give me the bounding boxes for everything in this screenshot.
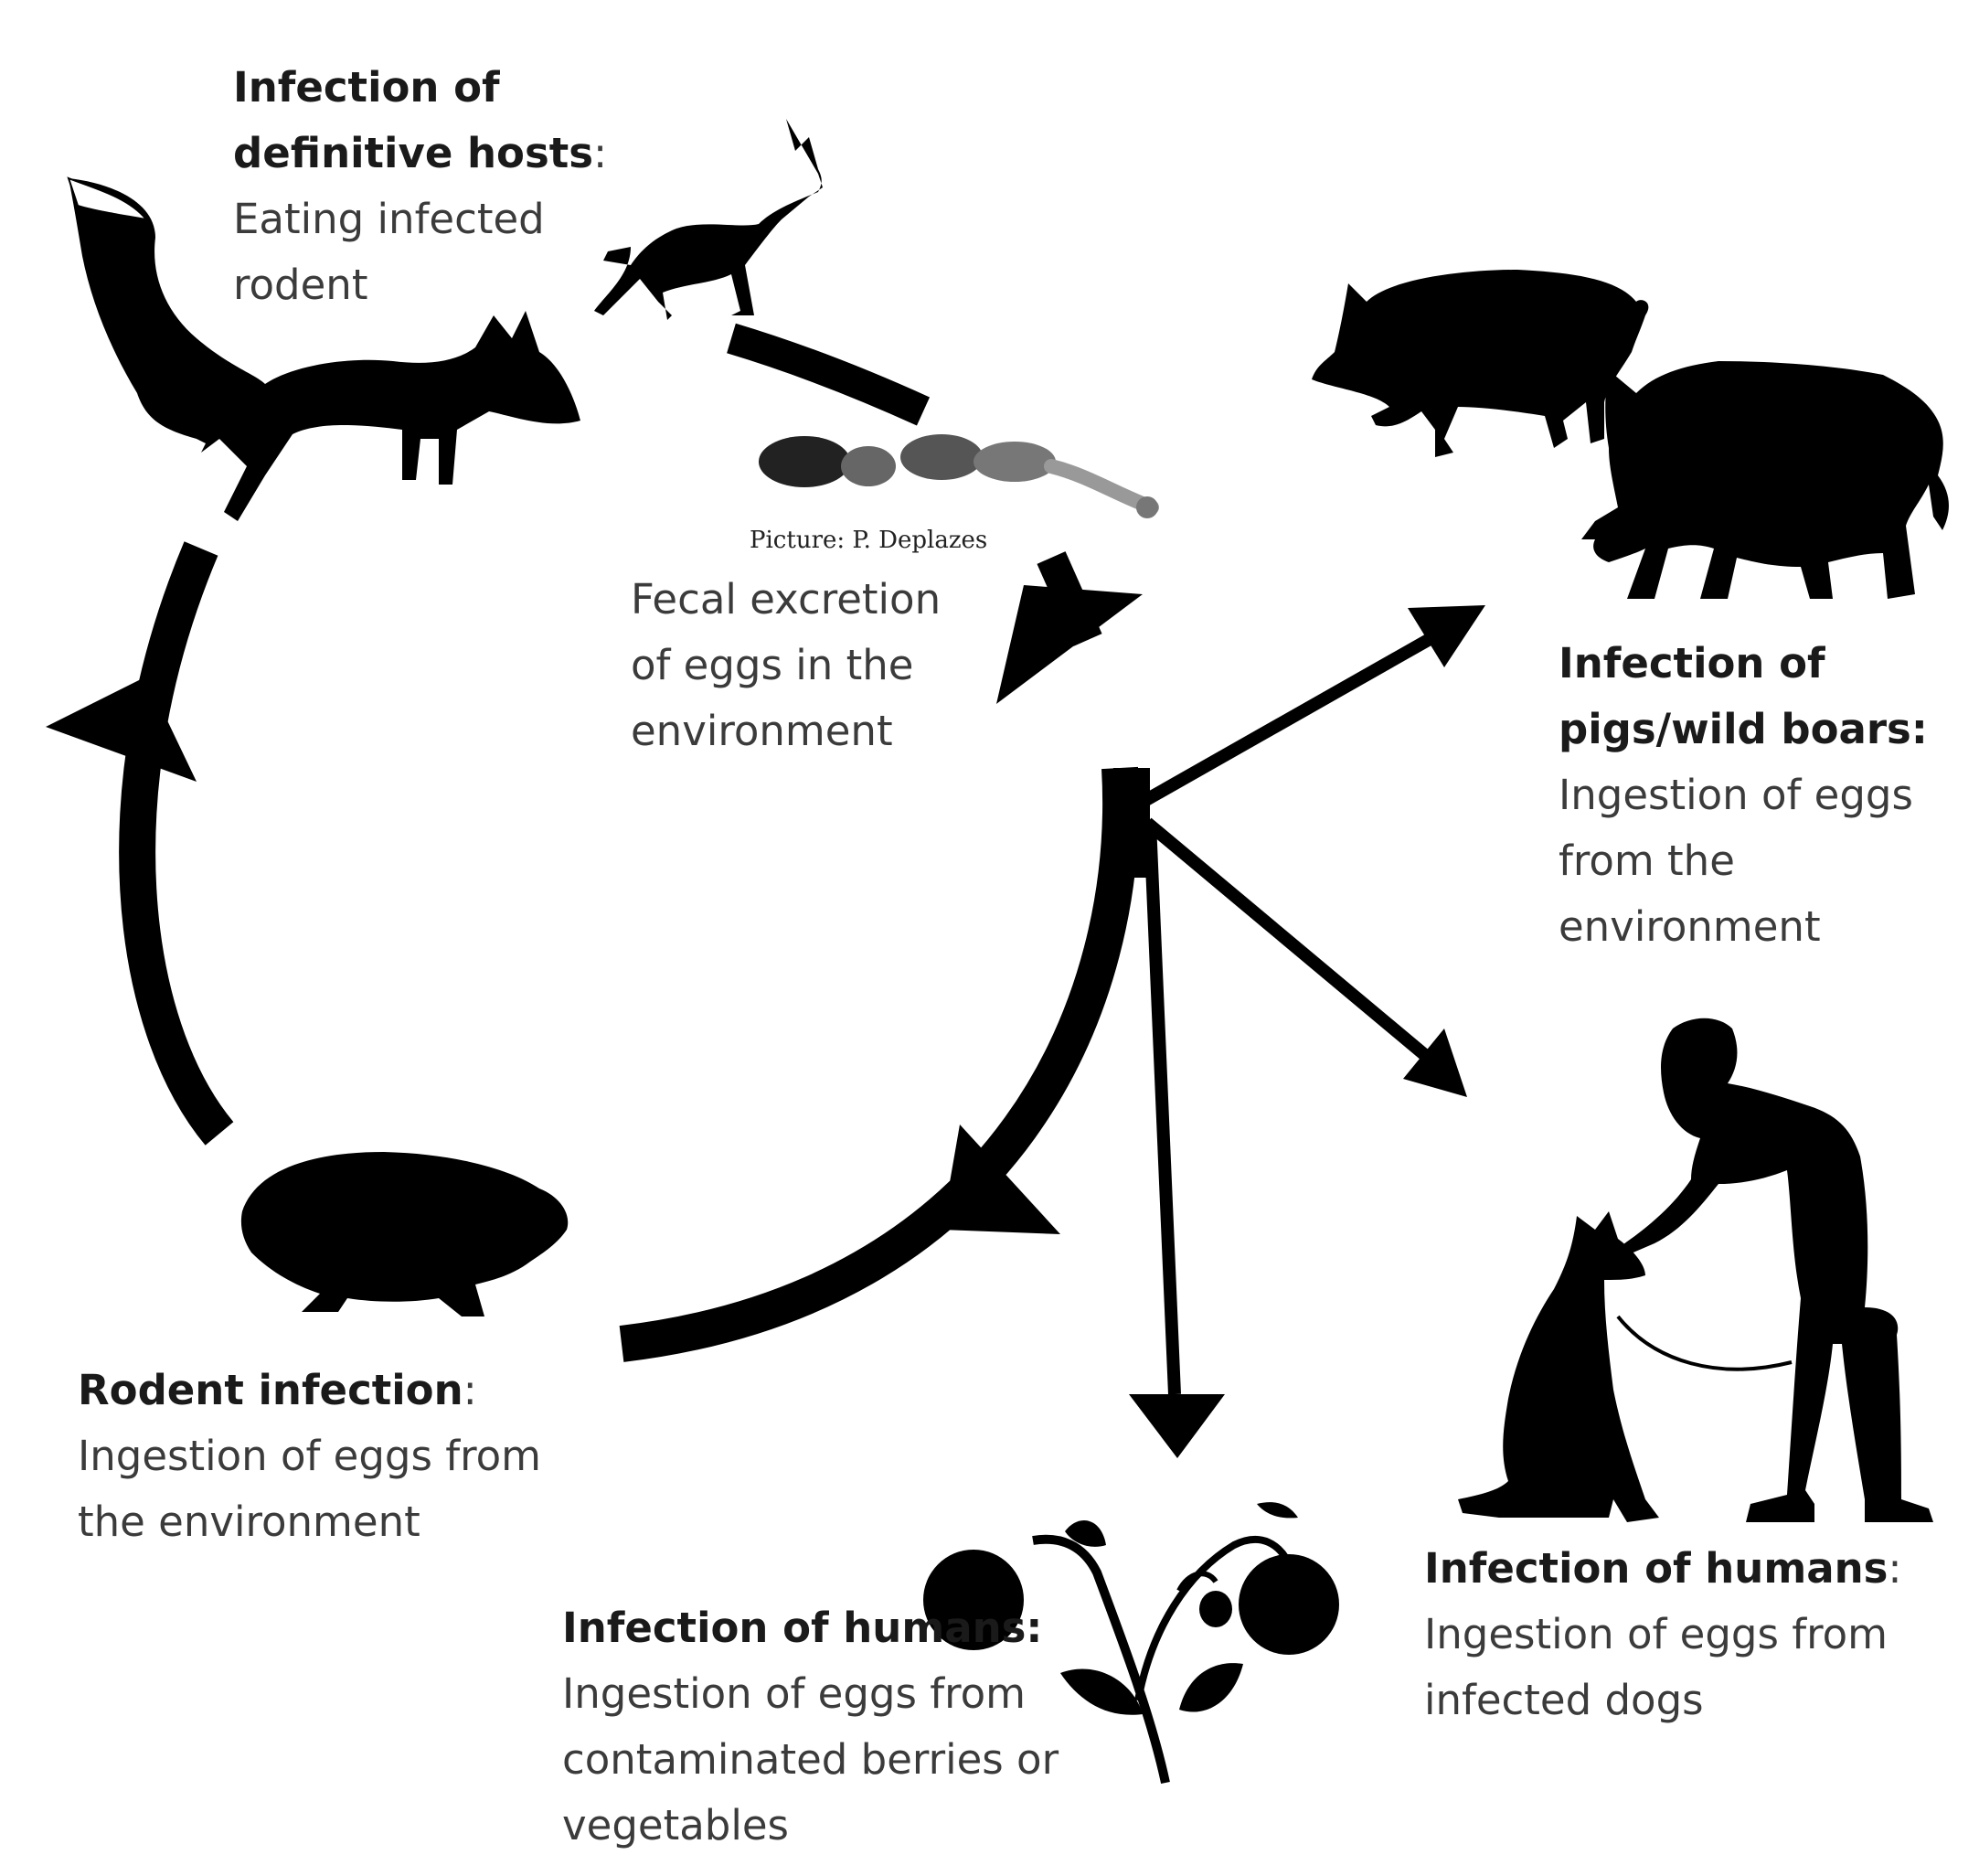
- strawberry-small: [1199, 1591, 1232, 1627]
- strawberry-right: [1239, 1554, 1339, 1655]
- arrow-to-humans-dogs: [1143, 817, 1431, 1061]
- label-humans-berries-title: Infection of humans:: [562, 1604, 1043, 1652]
- arrow-head-fox: [46, 677, 197, 782]
- label-rodent: Rodent infection: Ingestion of eggs from…: [78, 1358, 608, 1555]
- dog-icon: [594, 119, 823, 320]
- arrow-fox-to-feces: [727, 323, 931, 426]
- label-rodent-colon: :: [463, 1366, 477, 1414]
- label-humans-dogs-text: Ingestion of eggs from infected dogs: [1424, 1610, 1888, 1724]
- branch-arrows: [1113, 605, 1485, 1458]
- strawberry-left: [923, 1550, 1024, 1650]
- arrow-environment-to-rodent: [619, 766, 1139, 1362]
- label-definitive-hosts: Infection of definitive hosts: Eating in…: [233, 55, 617, 318]
- tapeworm-icon: [759, 434, 1159, 518]
- label-humans-dogs-title: Infection of humans: [1424, 1544, 1889, 1593]
- leaf-top: [1065, 1520, 1106, 1547]
- label-fecal-excretion-text: Fecal excretion of eggs in the environme…: [631, 575, 942, 755]
- leaf-top-right: [1257, 1502, 1298, 1519]
- cycle-arrows: [46, 323, 1143, 1362]
- picture-credit: Picture: P. Deplazes: [750, 527, 988, 554]
- label-definitive-hosts-title: Infection of definitive hosts: [233, 63, 594, 177]
- wild-boar-icon: [1581, 361, 1949, 599]
- human-with-dog-icon: [1458, 1018, 1933, 1522]
- fox-icon: [67, 176, 580, 521]
- label-humans-dogs-colon: :: [1888, 1544, 1902, 1593]
- label-pigs-text: Ingestion of eggs from the environment: [1559, 771, 1913, 951]
- label-definitive-hosts-colon: :: [593, 129, 608, 177]
- pig-icon: [1312, 270, 1649, 457]
- branch-hub: [1113, 768, 1150, 878]
- label-humans-dogs: Infection of humans: Ingestion of eggs f…: [1424, 1536, 1954, 1733]
- arrow-head-berries: [1129, 1394, 1225, 1458]
- label-definitive-hosts-text: Eating infected rodent: [233, 195, 545, 309]
- label-pigs-title: Infection of pigs/wild boars:: [1559, 639, 1928, 753]
- arrow-head-feces: [996, 585, 1143, 704]
- rodent-icon: [240, 1152, 569, 1316]
- label-rodent-title: Rodent infection: [78, 1366, 463, 1414]
- arrow-to-pigs: [1134, 624, 1448, 811]
- label-fecal-excretion: Fecal excretion of eggs in the environme…: [631, 567, 987, 764]
- label-pigs: Infection of pigs/wild boars: Ingestion …: [1559, 631, 1961, 960]
- label-rodent-text: Ingestion of eggs from the environment: [78, 1432, 541, 1546]
- strawberry-plant-icon: [923, 1502, 1339, 1785]
- arrow-to-berries: [1144, 822, 1181, 1395]
- label-humans-berries-text: Ingestion of eggs from contaminated berr…: [562, 1669, 1059, 1849]
- label-humans-berries: Infection of humans: Ingestion of eggs f…: [562, 1595, 1129, 1859]
- arrow-head-humans-dogs: [1403, 1029, 1467, 1097]
- arrow-head-rodent: [942, 1125, 1060, 1234]
- arrow-feces-shaft: [1037, 551, 1102, 646]
- leaf-right: [1179, 1663, 1243, 1712]
- leaf-left: [1060, 1668, 1143, 1715]
- arrow-head-pigs: [1408, 605, 1485, 667]
- arrow-rodent-to-fox: [119, 541, 234, 1146]
